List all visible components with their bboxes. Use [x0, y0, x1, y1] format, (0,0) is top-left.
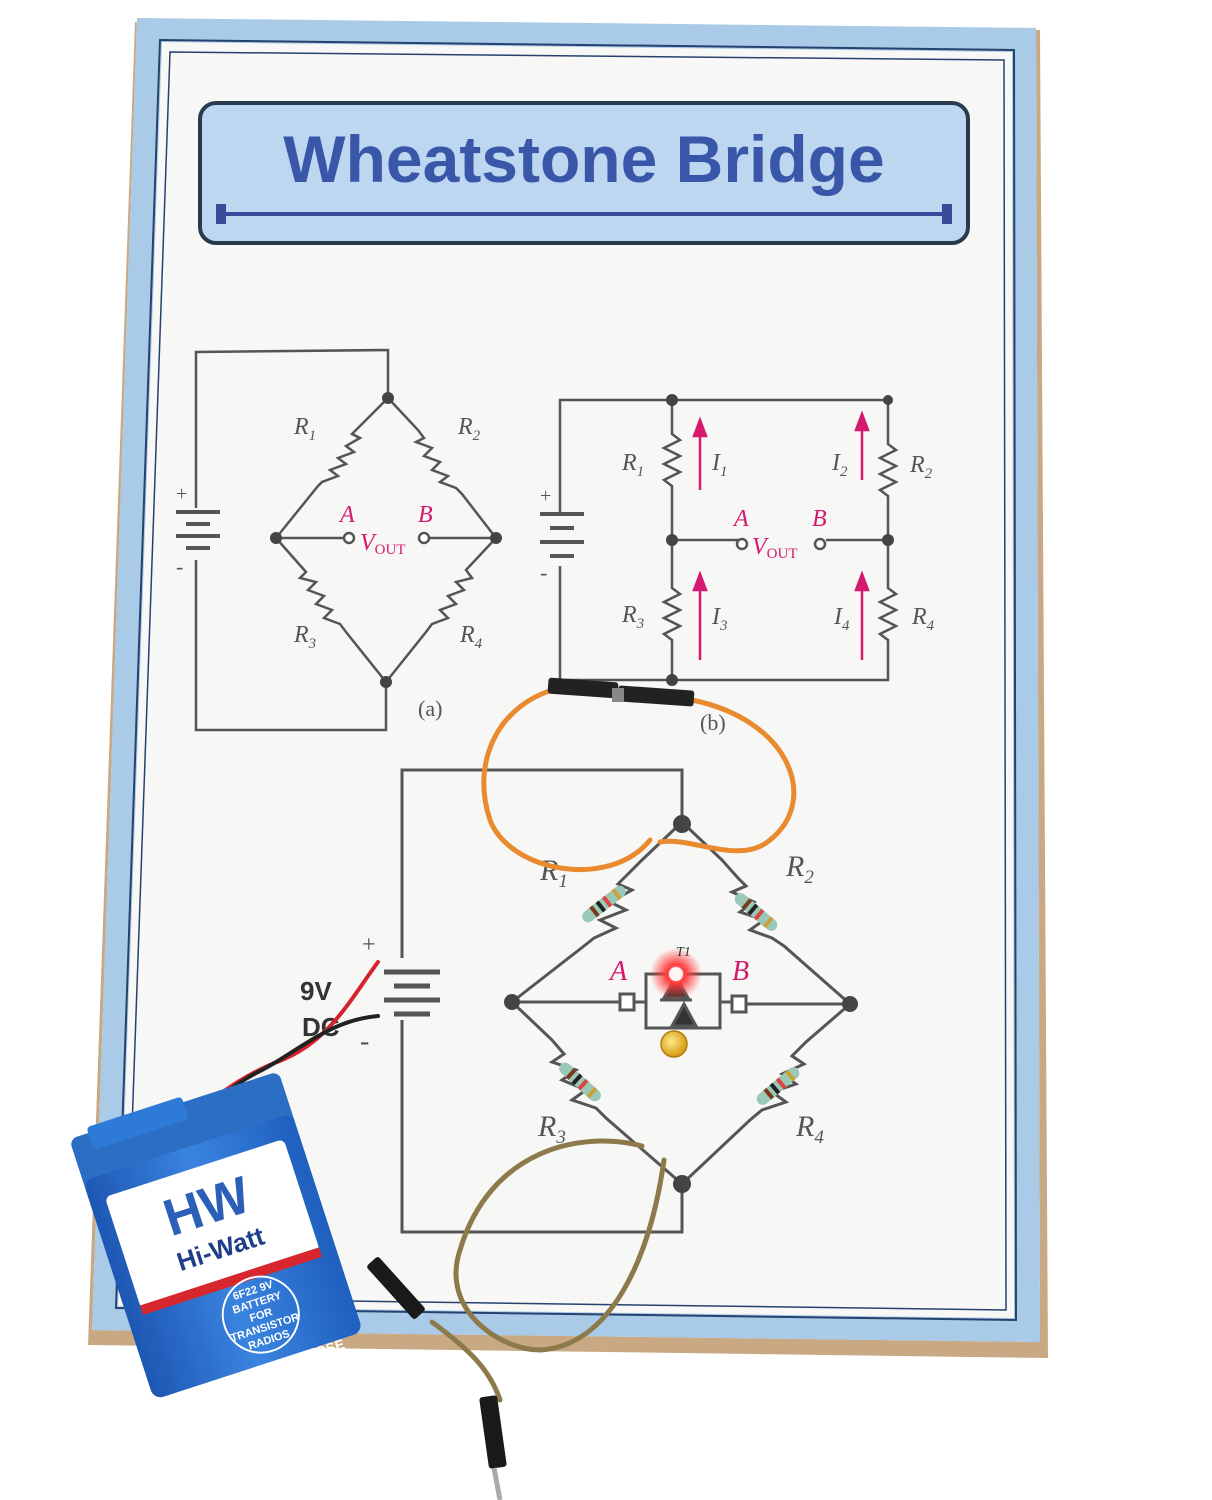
svg-text:+: + [540, 485, 551, 507]
svg-text:R2: R2 [457, 414, 481, 444]
diagram-b-nodes [666, 394, 894, 686]
svg-text:-: - [360, 1026, 369, 1057]
physical-resistors [559, 885, 800, 1105]
svg-text:I4: I4 [833, 604, 850, 634]
orange-wire-connectors [547, 677, 695, 707]
svg-text:A: A [338, 502, 355, 528]
title-banner: Wheatstone Bridge [198, 101, 970, 245]
svg-text:-: - [176, 554, 183, 579]
svg-text:T1: T1 [676, 945, 691, 960]
svg-text:+: + [176, 483, 187, 505]
yellow-led [660, 1030, 688, 1058]
orange-jumper-wire [481, 685, 797, 873]
svg-text:R4: R4 [795, 1110, 824, 1148]
diagram-c-labels: R1 R2 R3 R4 A B T1 + - [360, 850, 824, 1148]
brown-jumper-wire [429, 1138, 667, 1403]
svg-text:R1: R1 [293, 414, 316, 444]
svg-text:R3: R3 [537, 1110, 566, 1148]
diagram-a-labels: R1 R2 R3 R4 A B VOUT + - (a) [176, 414, 483, 721]
diagram-b-labels: R1 R2 R3 R4 I1 I2 I3 I4 A B VOUT + - (b) [540, 450, 935, 735]
svg-text:(b): (b) [700, 710, 726, 735]
svg-text:R1: R1 [621, 450, 644, 480]
svg-text:I3: I3 [711, 604, 728, 634]
red-led [650, 948, 702, 1000]
poster-title: Wheatstone Bridge [283, 122, 884, 196]
svg-text:R3: R3 [293, 622, 316, 652]
diagram-a [176, 348, 497, 732]
brown-wire-connectors [367, 1257, 507, 1500]
svg-text:R2: R2 [909, 452, 933, 482]
nine-volt-battery: HW Hi-Watt 6F22 9V BATTERY FOR TRANSISTO… [71, 1073, 361, 1398]
svg-text:A: A [732, 506, 749, 532]
diagram-c-nodes [504, 815, 858, 1193]
svg-text:-: - [540, 560, 547, 585]
svg-text:+: + [362, 932, 376, 958]
svg-text:VOUT: VOUT [752, 534, 798, 562]
svg-text:B: B [732, 956, 749, 987]
diagram-b [540, 398, 899, 682]
svg-text:R4: R4 [459, 622, 483, 652]
svg-text:R4: R4 [911, 604, 935, 634]
svg-text:VOUT: VOUT [360, 530, 406, 558]
svg-text:A: A [608, 956, 628, 987]
svg-text:R3: R3 [621, 602, 644, 632]
svg-text:R2: R2 [785, 850, 814, 888]
svg-text:9V: 9V [300, 976, 332, 1006]
svg-text:B: B [418, 502, 433, 528]
svg-text:I2: I2 [831, 450, 848, 480]
svg-text:I1: I1 [711, 450, 728, 480]
svg-text:(a): (a) [418, 696, 442, 721]
diagram-a-nodes [270, 392, 502, 688]
diagram-b-current-arrows [692, 410, 870, 660]
svg-text:B: B [812, 506, 827, 532]
